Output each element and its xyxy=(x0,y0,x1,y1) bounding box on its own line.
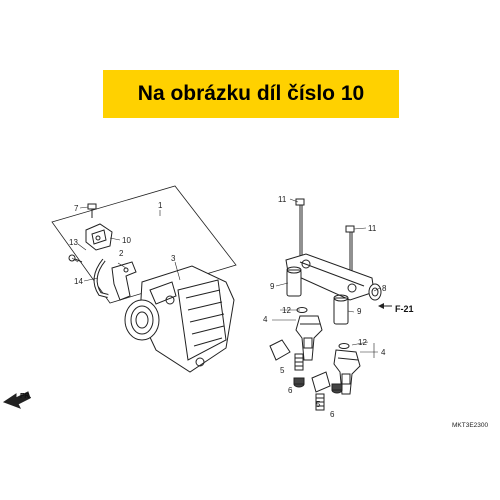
part-7-bolt xyxy=(87,203,97,218)
reference-f21: F-21 xyxy=(395,304,414,314)
callout-4-right: 4 xyxy=(381,348,386,357)
part-6-cap-left xyxy=(293,377,305,388)
part-5-seal-right xyxy=(315,393,325,411)
banner-title: Na obrázku díl číslo 10 xyxy=(137,82,365,105)
part-3-throttle-body xyxy=(124,265,235,373)
callout-12-left: 12 xyxy=(282,306,291,315)
callout-9-left: 9 xyxy=(270,282,275,291)
part-10-sensor xyxy=(85,223,113,251)
callout-11-left: 11 xyxy=(278,195,287,204)
callout-5-right: 5 xyxy=(316,400,321,409)
callout-10: 10 xyxy=(122,236,131,245)
callout-11-right: 11 xyxy=(368,224,377,233)
assembly-outline xyxy=(51,185,237,304)
callout-4-left: 4 xyxy=(263,315,268,324)
callout-3: 3 xyxy=(171,254,176,263)
callout-5-left: 5 xyxy=(280,366,285,375)
front-direction-label: FR. xyxy=(20,393,31,400)
part-4-injector-left xyxy=(295,315,323,361)
callout-1: 1 xyxy=(158,201,163,210)
callout-8: 8 xyxy=(382,284,387,293)
part-8-fuel-rail xyxy=(285,253,382,301)
part-12-oring-right xyxy=(338,343,350,349)
callout-9-right: 9 xyxy=(357,307,362,316)
part-5-seal-left xyxy=(294,353,304,371)
callout-12-right: 12 xyxy=(358,338,367,347)
callout-2: 2 xyxy=(119,249,124,258)
part-2-bracket xyxy=(111,261,137,301)
callout-7: 7 xyxy=(74,204,79,213)
part-4-injector-right xyxy=(333,349,361,395)
title-banner: Na obrázku díl číslo 10 xyxy=(103,70,399,118)
injector-clip-left xyxy=(269,339,291,361)
front-direction-arrow xyxy=(2,391,31,409)
callout-14: 14 xyxy=(74,277,83,286)
callout-13: 13 xyxy=(69,238,78,247)
part-13-screw xyxy=(68,254,83,263)
part-9-spacer-left xyxy=(286,266,302,297)
callout-6-right: 6 xyxy=(330,410,335,419)
part-11-bolt-left xyxy=(295,198,305,258)
callout-6-left: 6 xyxy=(288,386,293,395)
injector-clip-right xyxy=(311,371,331,393)
part-6-cap-right xyxy=(331,383,343,394)
part-9-spacer-right xyxy=(333,294,349,325)
diagram-code: MKT3E2300 xyxy=(452,422,489,429)
